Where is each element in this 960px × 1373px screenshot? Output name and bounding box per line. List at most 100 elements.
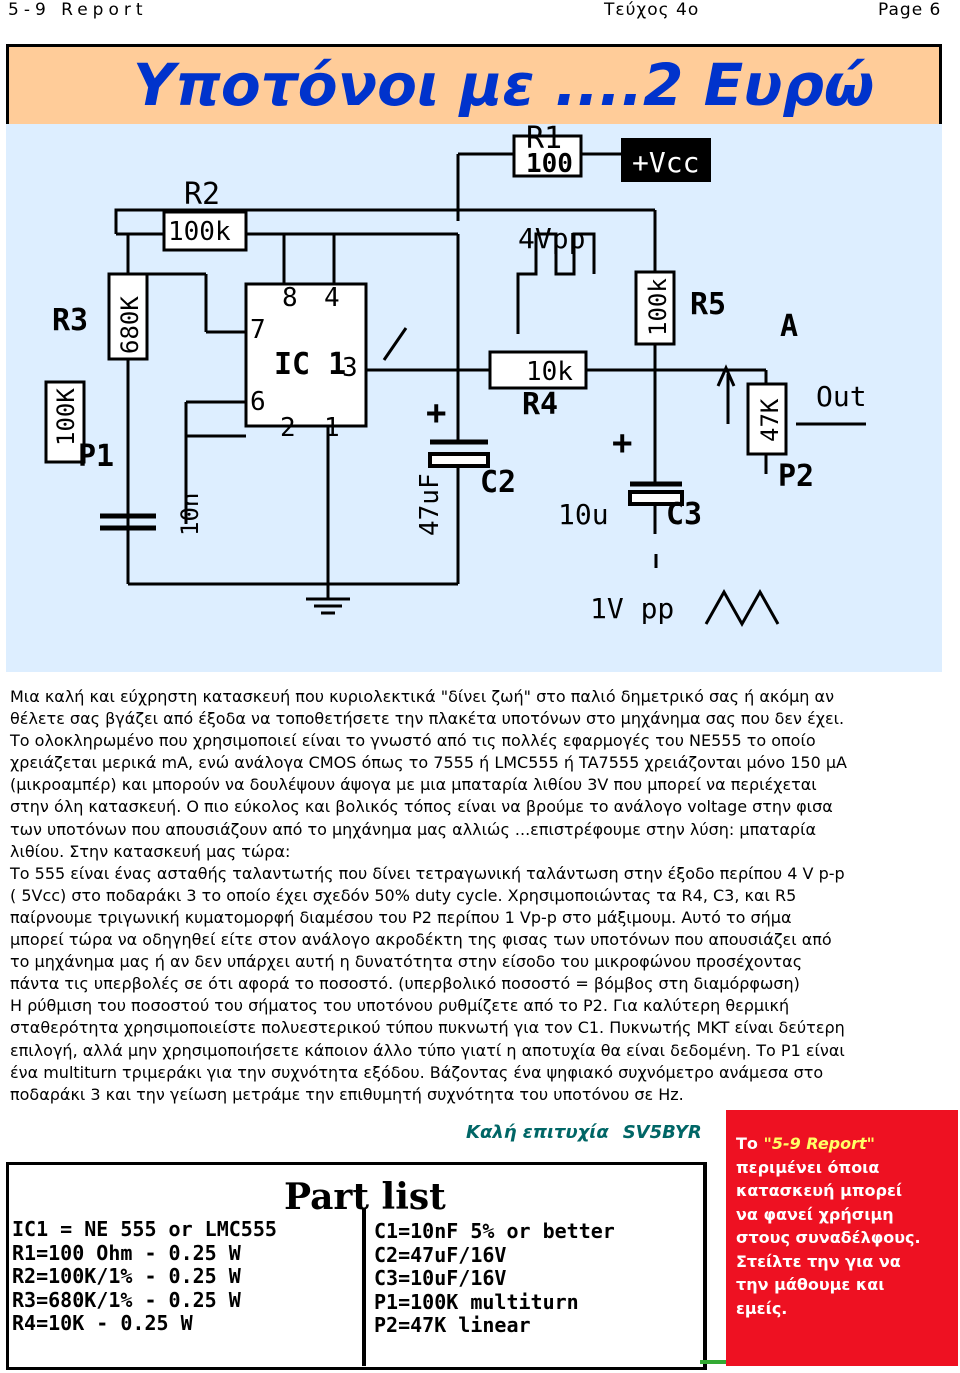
c2-plus-icon: + [426, 393, 446, 433]
body-line: θέλετε σας βγάζει από έξοδα να τοποθετήσ… [10, 709, 845, 729]
label-c2: C2 [480, 465, 516, 500]
label-p2-value: 47K [756, 398, 784, 442]
label-pin1: 1 [324, 413, 340, 443]
article-body: Μια καλή και εύχρηστη κατασκευή που κυρι… [10, 686, 940, 1106]
wires [114, 152, 866, 615]
label-pin4: 4 [324, 283, 340, 313]
title-banner: Υποτόνοι με ....2 Ευρώ !! [6, 44, 942, 187]
body-line: στην όλη κατασκευή. Ο πιο εύκολος και βο… [10, 797, 833, 817]
notice-highlight: "5-9 Report" [763, 1134, 875, 1153]
r4-body [488, 350, 588, 390]
label-r2-value: 100k [168, 217, 231, 247]
body-line: παίρνουμε τριγωνική κυματομορφή διαμέσου… [10, 907, 792, 927]
r3-body [107, 272, 149, 361]
signoff-callsign: SV5BYR [622, 1122, 702, 1143]
circuit-schematic: P1 R1 100 +Vcc R2 100k R3 680K 100K P1 1… [6, 124, 942, 672]
vcc-terminal [621, 138, 711, 182]
body-line: πάντα τις υπερβολές σε ότι αφορά το ποσο… [10, 974, 800, 994]
parts-list-right: C1=10nF 5% or better C2=47uF/16V C3=10uF… [374, 1219, 615, 1338]
label-p1-value: 100K [52, 388, 80, 446]
label-r2: R2 [184, 177, 220, 212]
body-line: Το 555 είναι ένας ασταθής ταλαντωτής που… [10, 863, 845, 883]
decorative-bar [700, 1360, 730, 1364]
notice-line: εμείς. [736, 1298, 788, 1318]
part-item: R2=100K/1% - 0.25 W [12, 1264, 241, 1289]
label-c3: C3 [666, 497, 702, 532]
part-item: C1=10nF 5% or better [374, 1219, 615, 1243]
label-c1-value: 10n [176, 493, 204, 536]
part-item: P1=100K multiturn [374, 1289, 579, 1314]
part-item: R3=680K/1% - 0.25 W [12, 1287, 241, 1312]
body-line: ένα multiturn τριμεράκι για την συχνότητ… [10, 1062, 824, 1082]
label-r5: R5 [690, 287, 726, 322]
label-p2: P2 [778, 459, 814, 494]
pin3-arrow-icon [382, 327, 408, 361]
parts-divider [362, 1208, 366, 1366]
label-pin6: 6 [250, 387, 266, 417]
body-line: σταθερότητα χρησιμοποιείστε πολυεστερικο… [10, 1018, 845, 1038]
header-page: Page 6 [878, 0, 942, 20]
label-r3: R3 [52, 303, 88, 338]
label-1vpp: 1V pp [590, 592, 674, 625]
components [44, 134, 788, 464]
p1-body [44, 380, 86, 464]
body-line: (μικροαμπέρ) και μπορούν να δουλέψουν άψ… [10, 775, 817, 795]
body-line: το μηχάνημα μας ή αν δεν υπάρχει αυτή η … [10, 952, 803, 972]
label-r1-value: 100 [526, 149, 573, 179]
part-item: P2=47K linear [374, 1313, 531, 1338]
label-pin8: 8 [282, 283, 298, 313]
body-line: μπορεί τώρα να οδηγηθεί είτε στον ανάλογ… [10, 930, 832, 950]
label-r4-value: 10k [526, 357, 573, 387]
part-item: IC1 = NE 555 or LMC555 [12, 1217, 277, 1241]
body-line: Μια καλή και εύχρηστη κατασκευή που κυρι… [10, 687, 835, 706]
label-ic1: IC 1 [274, 347, 346, 382]
capacitors [100, 439, 684, 531]
c3-plus-icon: + [612, 423, 632, 463]
label-r1: R1 [526, 124, 562, 156]
notice-line: περιμένει όποια [736, 1157, 880, 1177]
label-vcc: +Vcc [632, 146, 699, 179]
label-pin7: 7 [250, 315, 266, 345]
header-issue: Τεύχος 4ο [604, 0, 700, 20]
signoff-greeting: Καλή επιτυχία [466, 1122, 609, 1143]
notice-line: κατασκευή μπορεί [736, 1181, 903, 1200]
label-c2-value: 47uF [415, 473, 445, 536]
body-line: επιλογή, αλλά μην χρησιμοποιήσετε κάποιο… [10, 1040, 845, 1060]
notice-prefix: Το [736, 1134, 764, 1153]
r1-body [512, 134, 583, 178]
parts-list-left: IC1 = NE 555 or LMC555 R1=100 Ohm - 0.25… [12, 1217, 277, 1336]
triangle-wave-icon [704, 588, 780, 628]
label-pin3: 3 [342, 353, 358, 383]
body-line: Το ολοκληρωμένο που χρησιμοποιεί είναι τ… [10, 731, 816, 751]
header-series: 5-9 Report [8, 0, 148, 20]
part-item: R4=10K - 0.25 W [12, 1311, 193, 1336]
body-line: των υποτόνων που απουσιάζουν από το μηχά… [10, 819, 817, 839]
part-item: C3=10uF/16V [374, 1266, 507, 1291]
label-4vpp: 4Vpp [518, 222, 585, 255]
part-item: C2=47uF/16V [374, 1242, 507, 1267]
label-r4: R4 [522, 387, 558, 422]
parts-list-title: Part list [284, 1176, 446, 1218]
notice-line: να φανεί χρήσιμη [736, 1204, 894, 1224]
label-pin2: 2 [280, 413, 296, 443]
label-out: Out [816, 380, 867, 413]
body-line: λιθίου. Στην κατασκευή μας τώρα: [10, 841, 291, 861]
notice-line: Στείλτε την για να [736, 1251, 901, 1271]
label-p1: P1 [78, 439, 114, 474]
body-line: Η ρύθμιση του ποσοστού του σήματος του υ… [10, 996, 790, 1016]
body-line: ποδαράκι 3 και την γείωση μετράμε την επ… [10, 1084, 684, 1104]
notice-line: στους συναδέλφους. [736, 1228, 921, 1247]
notice-box: Το "5-9 Report" περιμένει όποια κατασκευ… [726, 1110, 958, 1366]
label-c3-value: 10u [558, 498, 609, 531]
r2-body [162, 210, 248, 252]
signoff: Καλή επιτυχία SV5BYR [466, 1122, 716, 1143]
r5-body [634, 270, 676, 346]
notice-line: την μάθουμε και [736, 1275, 885, 1294]
body-line: ( 5Vcc) στο ποδαράκι 3 το οποίο έχει σχε… [10, 885, 797, 905]
label-r3-value: 680K [116, 296, 144, 354]
part-item: R1=100 Ohm - 0.25 W [12, 1240, 241, 1265]
wiper-arrow-icon [716, 364, 736, 387]
square-wave-icon [516, 232, 596, 334]
p2-body [746, 382, 788, 456]
label-node-a: A [780, 309, 798, 344]
